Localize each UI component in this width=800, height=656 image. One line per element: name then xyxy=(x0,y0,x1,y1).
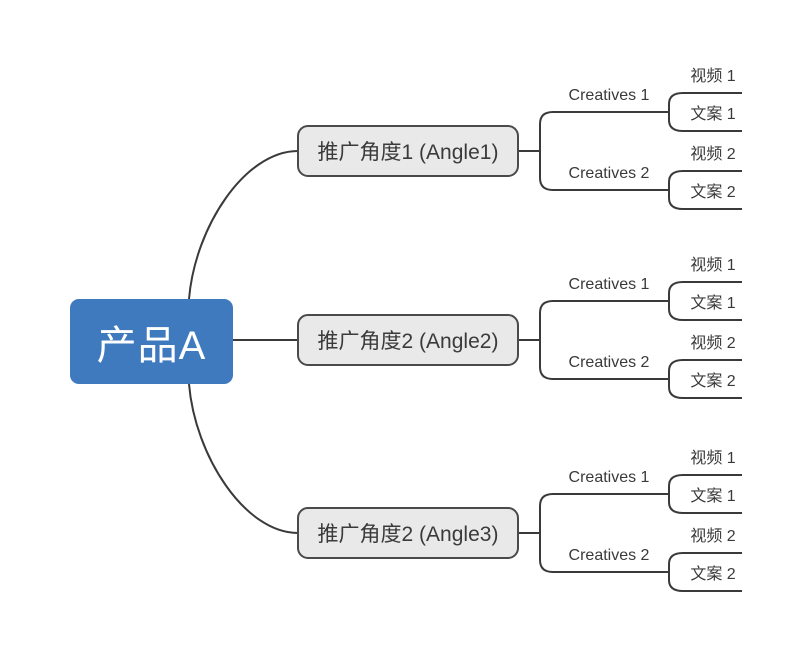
leaf-node-copy-1[interactable]: 文案 1 xyxy=(690,106,736,123)
branch-node-angle1[interactable]: 推广角度1 (Angle1) xyxy=(297,125,519,177)
connector-angle3-creatives2-leaves xyxy=(668,552,742,592)
leaf-node-video-2[interactable]: 视频 2 xyxy=(690,146,736,163)
leaf-node-copy-2[interactable]: 文案 2 xyxy=(690,566,736,583)
creatives-node[interactable]: Creatives 2 xyxy=(568,547,650,564)
creatives-node[interactable]: Creatives 1 xyxy=(568,276,650,293)
leaf-node-copy-2[interactable]: 文案 2 xyxy=(690,373,736,390)
connector-angle3-creatives1-leaves xyxy=(668,474,742,514)
leaf-node-video-1[interactable]: 视频 1 xyxy=(690,257,736,274)
leaf-node-copy-1[interactable]: 文案 1 xyxy=(690,488,736,505)
connector-root-to-angle3 xyxy=(188,383,299,534)
connector-angle1-creatives1-leaves xyxy=(668,92,742,132)
connector-angle1-creatives xyxy=(539,111,669,191)
leaf-node-video-2[interactable]: 视频 2 xyxy=(690,528,736,545)
connector-root-to-angle1 xyxy=(188,150,299,300)
creatives-node[interactable]: Creatives 1 xyxy=(568,469,650,486)
leaf-node-video-1[interactable]: 视频 1 xyxy=(690,68,736,85)
leaf-node-copy-2[interactable]: 文案 2 xyxy=(690,184,736,201)
leaf-node-copy-1[interactable]: 文案 1 xyxy=(690,295,736,312)
leaf-node-video-1[interactable]: 视频 1 xyxy=(690,450,736,467)
creatives-node[interactable]: Creatives 2 xyxy=(568,354,650,371)
connector-angle1-creatives2-leaves xyxy=(668,170,742,210)
connector-angle3-creatives xyxy=(539,493,669,573)
root-node[interactable]: 产品A xyxy=(70,299,233,384)
creatives-node[interactable]: Creatives 1 xyxy=(568,87,650,104)
branch-node-angle2[interactable]: 推广角度2 (Angle2) xyxy=(297,314,519,366)
leaf-node-video-2[interactable]: 视频 2 xyxy=(690,335,736,352)
branch-node-angle3[interactable]: 推广角度2 (Angle3) xyxy=(297,507,519,559)
connector-angle2-creatives1-leaves xyxy=(668,281,742,321)
creatives-node[interactable]: Creatives 2 xyxy=(568,165,650,182)
connector-angle2-creatives xyxy=(539,300,669,380)
connector-angle2-creatives2-leaves xyxy=(668,359,742,399)
